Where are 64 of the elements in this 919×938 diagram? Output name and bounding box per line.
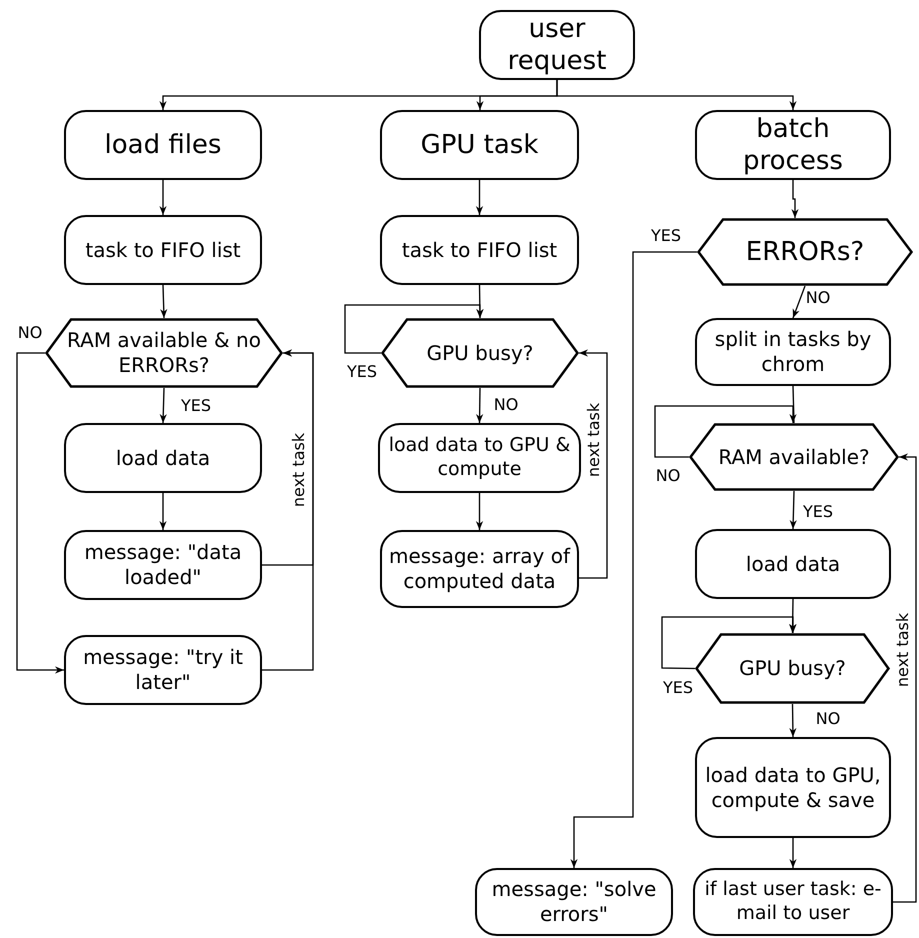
- connector-arrow: [262, 349, 314, 671]
- decision-hexagon: [381, 318, 579, 388]
- connector-arrow: [16, 352, 64, 674]
- connector-arrow: [160, 284, 168, 318]
- process-box: [64, 530, 262, 600]
- node-label: batch process: [742, 112, 844, 178]
- connector-arrow: [789, 599, 796, 633]
- process-box: [695, 110, 891, 180]
- node-label: user request: [506, 12, 608, 78]
- process-box: [64, 110, 262, 180]
- node-label: GPU busy?: [426, 340, 534, 366]
- node-label: load files: [104, 128, 222, 162]
- decision-hexagon: [695, 633, 890, 704]
- node-label: GPU task: [420, 128, 538, 162]
- node-label: message: "data loaded": [83, 540, 243, 590]
- process-box: [378, 423, 581, 493]
- node-label: split in tasks by chrom: [714, 327, 872, 377]
- connector-arrow: [654, 405, 797, 458]
- connector-arrow: [476, 388, 484, 423]
- node-label: task to FIFO list: [85, 238, 241, 262]
- node-label: message: "solve errors": [490, 877, 658, 927]
- connector-arrow: [159, 180, 167, 215]
- process-box: [479, 10, 635, 80]
- node-label: RAM available & no ERRORs?: [66, 328, 262, 378]
- process-box: [64, 423, 262, 493]
- connector-arrow: [579, 349, 608, 579]
- decision-hexagon: [689, 423, 899, 491]
- process-box: [695, 529, 891, 599]
- process-box: [64, 215, 262, 285]
- connector-arrow: [790, 490, 797, 530]
- process-box: [380, 530, 579, 608]
- decision-hexagon: [45, 318, 283, 388]
- process-box: [380, 215, 579, 285]
- connector-arrow: [789, 838, 797, 868]
- connector-arrow: [476, 180, 484, 215]
- decision-hexagon: [697, 218, 913, 286]
- node-label: load data to GPU, compute & save: [704, 762, 882, 812]
- node-label: message: array of computed data: [388, 544, 571, 594]
- node-label: GPU busy?: [739, 656, 846, 681]
- node-label: load data: [116, 446, 210, 470]
- process-box: [380, 110, 579, 180]
- process-box: [695, 318, 891, 386]
- connector-arrow: [160, 388, 167, 424]
- connector-arrow: [791, 180, 799, 218]
- connector-arrow: [344, 304, 484, 354]
- process-box: [695, 737, 891, 838]
- node-label: task to FIFO list: [402, 238, 558, 262]
- process-box: [64, 635, 262, 705]
- connector-arrow: [661, 616, 797, 670]
- process-box: [475, 868, 673, 936]
- connector-arrow: [789, 704, 796, 737]
- connector-arrow: [893, 453, 917, 903]
- process-box: [693, 868, 893, 936]
- node-label: ERRORs?: [746, 236, 864, 268]
- connector-arrow: [570, 251, 697, 868]
- node-label: RAM available?: [718, 444, 870, 470]
- node-label: if last user task: e-mail to user: [704, 878, 882, 926]
- connector-arrow: [476, 493, 484, 530]
- connector-arrow: [159, 493, 167, 530]
- node-label: load data to GPU & compute: [388, 434, 572, 482]
- connector-arrow: [556, 80, 797, 110]
- node-label: load data: [746, 552, 840, 576]
- node-label: message: "try it later": [82, 645, 244, 695]
- connector-arrow: [792, 286, 806, 318]
